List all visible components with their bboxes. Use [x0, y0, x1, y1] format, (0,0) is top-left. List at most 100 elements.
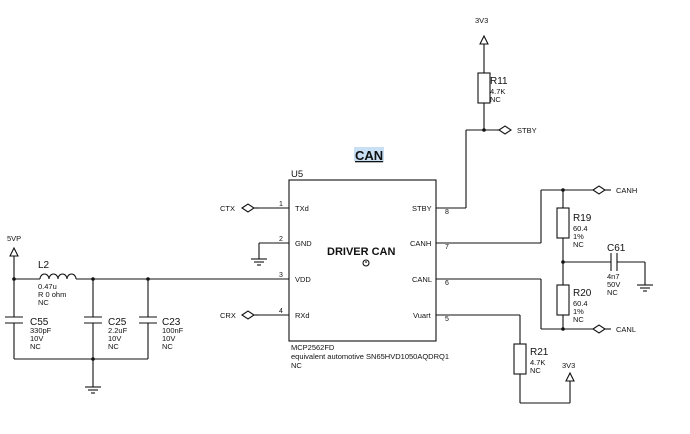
chip-part: MCP2562FD	[291, 343, 335, 352]
r20-note: NC	[573, 315, 584, 324]
r19-note: NC	[573, 240, 584, 249]
l2-value2: R 0 ohm	[38, 290, 66, 299]
ctx-port-symbol	[241, 203, 255, 213]
r11-ref: R11	[490, 76, 508, 87]
cap-c55: C55 330pF 10V NC	[5, 279, 52, 359]
crx-port-symbol	[241, 310, 255, 320]
c25-ref: C25	[108, 317, 127, 328]
chip-equivalent: equivalent automotive SN65HVD1050AQDRQ1	[291, 352, 449, 361]
c23-note: NC	[162, 342, 173, 351]
r21-body	[513, 343, 527, 375]
r21-note: NC	[530, 366, 541, 375]
c25-voltage: 10V	[108, 334, 121, 343]
c23-value: 100nF	[162, 326, 184, 335]
pin-8-number: 8	[445, 209, 449, 216]
3v3-bottom-label: 3V3	[562, 361, 575, 370]
r21-value: 4.7K	[530, 358, 545, 367]
3v3-top-arrow	[479, 34, 489, 45]
cap-c61: C61 4n7 50V NC	[563, 243, 646, 297]
c61-value: 4n7	[607, 272, 620, 281]
chip-note: NC	[291, 361, 302, 370]
canh-port-symbol	[592, 185, 606, 195]
supply-3v3-top: 3V3	[475, 16, 489, 45]
c25-value: 2.2uF	[108, 326, 128, 335]
pin-1-name: TXd	[295, 204, 309, 213]
pin-5-name: Vuart	[413, 311, 432, 320]
inductor-l2: L2 0.47u R 0 ohm NC	[38, 260, 77, 307]
c61-voltage: 50V	[607, 280, 620, 289]
net-crx: CRX	[220, 310, 259, 320]
r11-value: 4.7K	[490, 87, 505, 96]
c61-ref: C61	[607, 243, 626, 254]
pin-2-number: 2	[279, 236, 283, 243]
pin-5-number: 5	[445, 316, 449, 323]
r21-ref: R21	[530, 347, 549, 358]
schematic-title: CAN	[355, 148, 383, 163]
c55-ref: C55	[30, 317, 49, 328]
stby-label: STBY	[517, 126, 537, 135]
c23-voltage: 10V	[162, 334, 175, 343]
l2-value: 0.47u	[38, 282, 57, 291]
supply-3v3-bottom: 3V3	[562, 361, 575, 382]
pin-7-name: CANH	[410, 239, 431, 248]
crx-label: CRX	[220, 311, 236, 320]
l2-ref: L2	[38, 260, 50, 271]
cap-c23: C23 100nF 10V NC	[139, 279, 184, 359]
r19-tol: 1%	[573, 232, 584, 241]
pin-6-name: CANL	[412, 275, 432, 284]
r11-note: NC	[490, 95, 501, 104]
chip-orientation-mark	[362, 259, 370, 267]
canl-port-symbol	[592, 324, 606, 334]
title-highlight	[354, 147, 384, 161]
pin-3-number: 3	[279, 272, 283, 279]
pin-2-name: GND	[295, 239, 312, 248]
supply-5vp: 5VP	[7, 234, 21, 279]
pin-4-name: RXd	[295, 311, 310, 320]
l2-note: NC	[38, 298, 49, 307]
5vp-arrow	[9, 246, 19, 257]
c23-ref: C23	[162, 317, 181, 328]
pin-1-number: 1	[279, 201, 283, 208]
net-stby: STBY	[497, 125, 537, 135]
chip-u5: U5 DRIVER CAN 1 TXd 2 GND 3 VDD 4 RXd 8 …	[259, 169, 466, 370]
canl-label: CANL	[616, 325, 636, 334]
r19-body	[556, 207, 570, 239]
pin-3-name: VDD	[295, 275, 311, 284]
pin-6-number: 6	[445, 280, 449, 287]
r19-ref: R19	[573, 213, 592, 224]
chip-center-label: DRIVER CAN	[327, 246, 396, 258]
c25-note: NC	[108, 342, 119, 351]
r20-value: 60.4	[573, 299, 588, 308]
net-ctx: CTX	[220, 203, 259, 213]
resistor-r21: R21 4.7K NC	[513, 315, 549, 403]
l2-coil	[39, 273, 77, 280]
3v3-bottom-arrow	[565, 371, 575, 382]
cap-c25: C25 2.2uF 10V NC	[84, 279, 128, 387]
gnd-pin2	[251, 243, 267, 266]
pin-4-number: 4	[279, 308, 283, 315]
5vp-label: 5VP	[7, 234, 21, 243]
chip-body	[288, 179, 437, 342]
r11-body	[477, 72, 491, 104]
r19-value: 60.4	[573, 224, 588, 233]
c55-voltage: 10V	[30, 334, 43, 343]
r20-body	[556, 284, 570, 316]
3v3-top-label: 3V3	[475, 16, 488, 25]
c61-note: NC	[607, 288, 618, 297]
chip-ref: U5	[291, 169, 303, 180]
resistor-r20: R20 60.4 1% NC	[556, 262, 592, 329]
r20-tol: 1%	[573, 307, 584, 316]
c55-value: 330pF	[30, 326, 52, 335]
r20-ref: R20	[573, 288, 592, 299]
resistor-r11: R11 4.7K NC	[477, 44, 508, 130]
pin-8-name: STBY	[412, 204, 432, 213]
gnd-c61	[637, 284, 653, 292]
c55-note: NC	[30, 342, 41, 351]
net-canh: CANH	[592, 185, 637, 195]
pin-7-number: 7	[445, 244, 449, 251]
canh-label: CANH	[616, 186, 637, 195]
stby-port-symbol	[498, 125, 512, 135]
ctx-label: CTX	[220, 204, 235, 213]
gnd-left-caps	[85, 386, 101, 394]
